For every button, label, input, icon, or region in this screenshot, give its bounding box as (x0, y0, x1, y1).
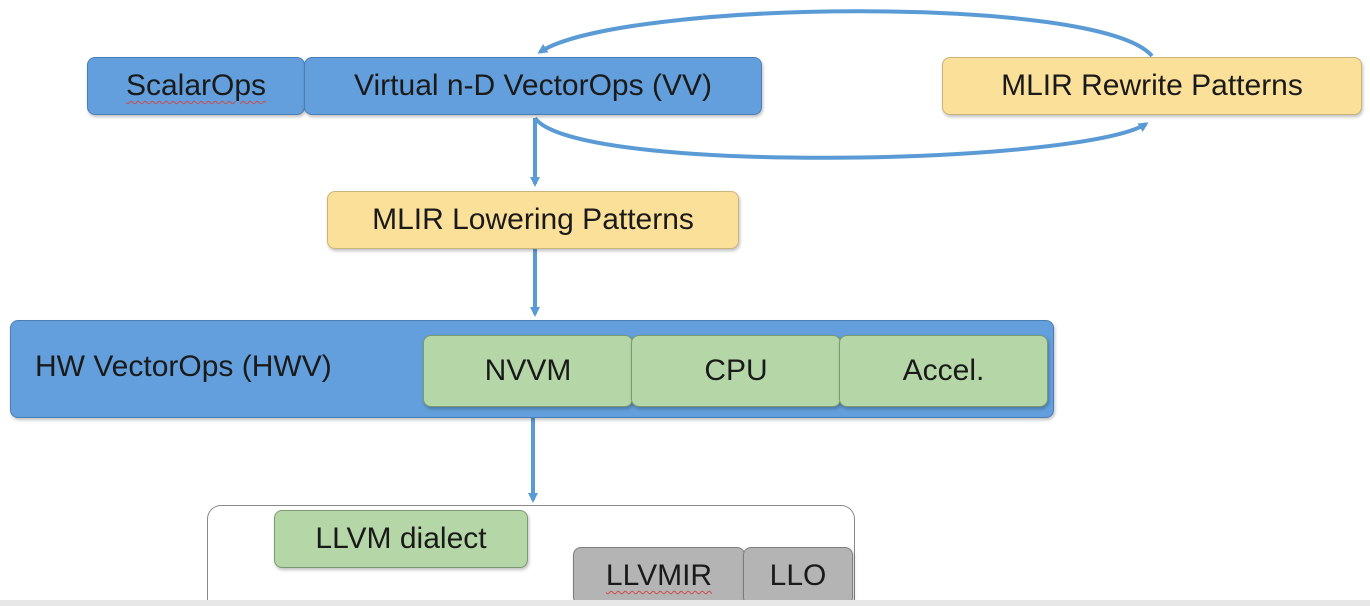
nvvm-label: NVVM (484, 354, 572, 387)
virtual-vector-ops-label: Virtual n-D VectorOps (VV) (354, 69, 712, 102)
mlir-lowering-patterns-node: MLIR Lowering Patterns (327, 191, 739, 249)
vv-to-rewrite-arrow (533, 116, 1149, 160)
virtual-vector-ops-node: Virtual n-D VectorOps (VV) (304, 57, 762, 115)
mlir-lowering-patterns-label: MLIR Lowering Patterns (372, 203, 694, 236)
llo-node: LLO (743, 547, 853, 605)
hw-vector-ops-label: HW VectorOps (HWV) (35, 350, 332, 383)
llvm-dialect-node: LLVM dialect (274, 510, 528, 568)
llvm-dialect-label: LLVM dialect (315, 522, 487, 555)
bottom-divider (0, 600, 1370, 606)
rewrite-to-vv-arrow (537, 9, 1154, 58)
mlir-rewrite-patterns-label: MLIR Rewrite Patterns (1001, 69, 1303, 102)
cpu-node: CPU (631, 335, 841, 407)
mlir-rewrite-patterns-node: MLIR Rewrite Patterns (942, 57, 1362, 115)
llo-label: LLO (769, 559, 827, 592)
llvmir-label: LLVMIR (605, 559, 713, 592)
accel-node: Accel. (839, 335, 1048, 407)
accel-label: Accel. (902, 354, 985, 387)
scalar-ops-label: ScalarOps (125, 69, 267, 102)
scalar-ops-node: ScalarOps (87, 57, 305, 115)
llvmir-node: LLVMIR (573, 547, 745, 605)
nvvm-node: NVVM (423, 335, 633, 407)
cpu-label: CPU (704, 354, 768, 387)
